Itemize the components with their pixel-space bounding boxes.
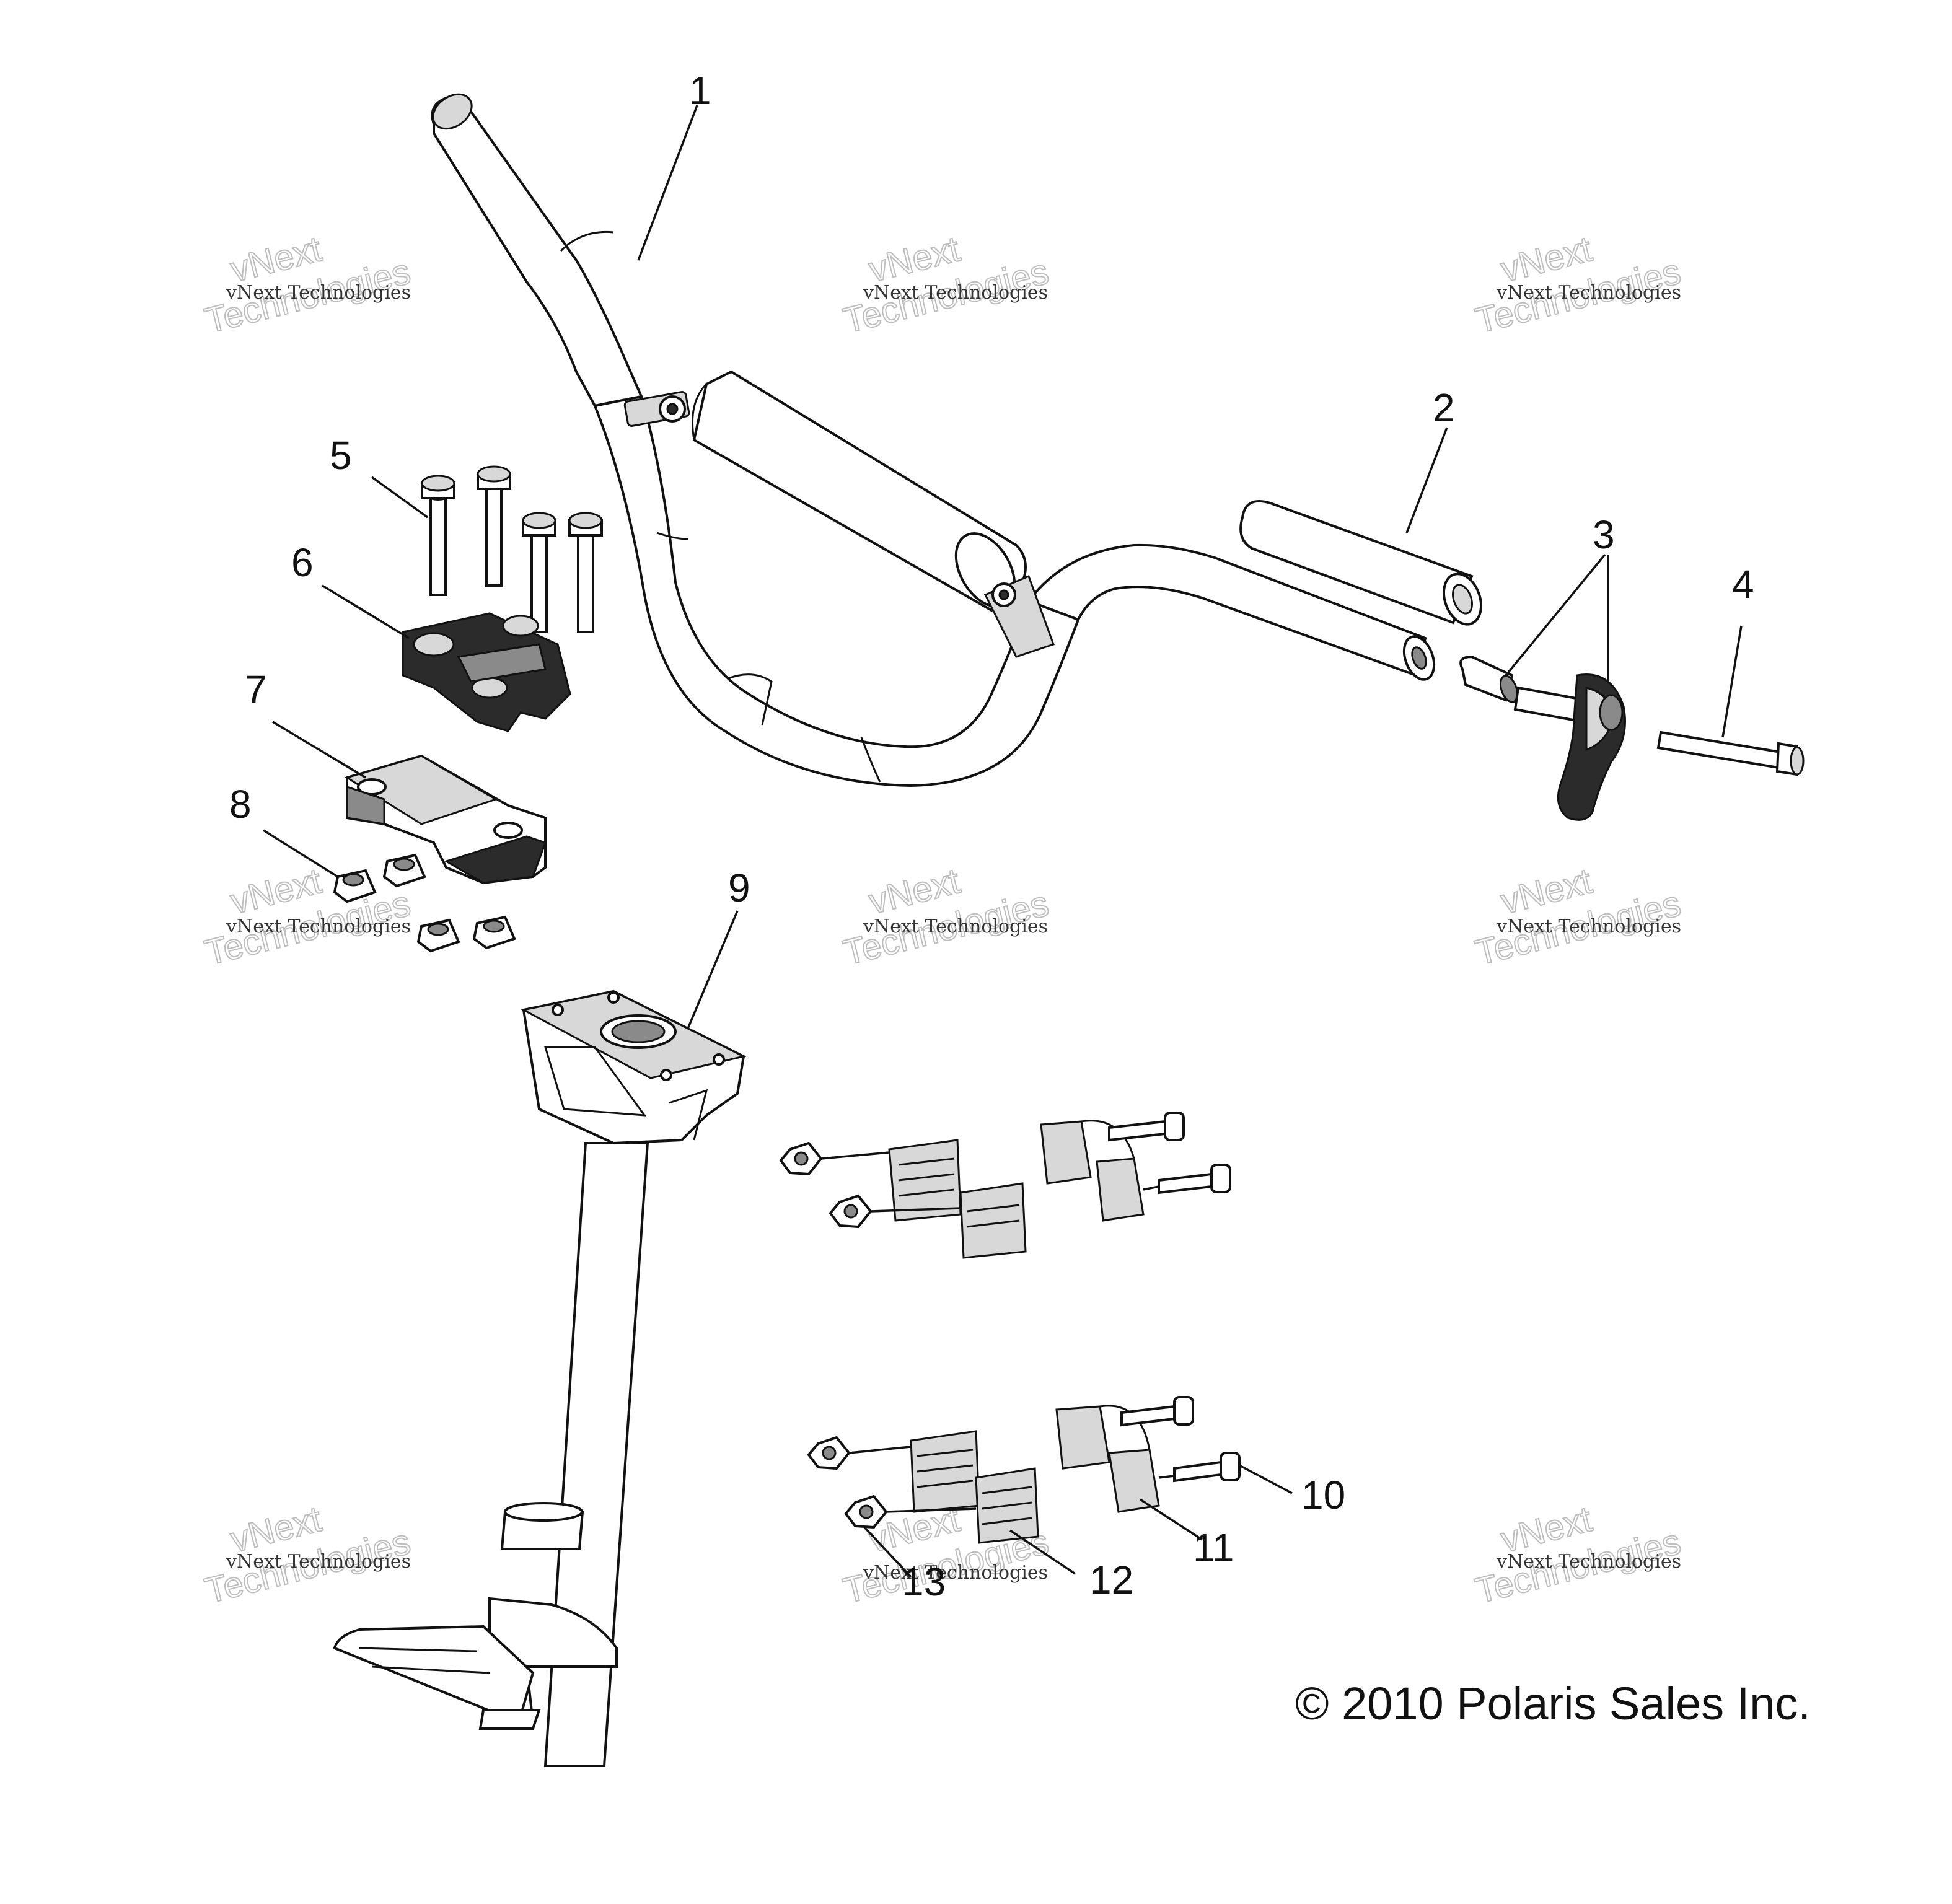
nut: [807, 1436, 851, 1470]
callout-1: 1: [689, 68, 711, 113]
watermark-text: vNext Technologies: [226, 1551, 411, 1573]
watermark: vNext Technologies: [838, 860, 1053, 973]
callout-13: 13: [902, 1560, 946, 1604]
callout-10: 10: [1301, 1473, 1345, 1517]
callout-5: 5: [330, 433, 352, 478]
watermark-text: vNext Technologies: [863, 916, 1048, 937]
part-5-bolts: [421, 465, 603, 633]
watermark: vNext Technologies: [200, 860, 415, 973]
callout-9: 9: [728, 866, 750, 910]
callouts: 1 2 3 4 5 6 7 8 9 10 11 12 13: [229, 68, 1754, 1604]
nut: [416, 918, 460, 953]
bolt: [477, 465, 511, 587]
leader-4: [1721, 625, 1743, 738]
leader-13: [863, 1526, 912, 1578]
crossbar-clamp-right: [983, 574, 1055, 658]
callout-2: 2: [1433, 385, 1455, 430]
copyright-text: © 2010 Polaris Sales Inc.: [1295, 1678, 1811, 1729]
nut: [333, 869, 377, 903]
part-2-grip: [1239, 499, 1482, 626]
clamp-set-lower: [807, 1396, 1241, 1544]
crossbar-clamp-left: [623, 391, 690, 427]
part-7-lower-clamp: [345, 754, 547, 885]
nut: [382, 853, 426, 888]
watermark-text: vNext Technologies: [863, 1562, 1048, 1584]
watermarks: vNext Technologies vNext Technologies vN…: [200, 228, 1685, 1612]
leader-lines: [263, 105, 1743, 1578]
part-6-upper-clamp: [402, 612, 571, 732]
bolt: [1120, 1396, 1194, 1427]
nut: [829, 1194, 873, 1229]
part-3-throttle: [1459, 655, 1626, 821]
watermark: vNext Technologies: [200, 1498, 415, 1612]
leader-8: [263, 829, 338, 878]
leader-5: [371, 476, 429, 519]
watermark-text: vNext Technologies: [1496, 1551, 1681, 1573]
callout-8: 8: [229, 782, 252, 827]
leader-1: [637, 105, 698, 261]
bolt: [1158, 1164, 1231, 1195]
bolt: [1108, 1112, 1185, 1142]
leader-12: [1009, 1529, 1076, 1575]
leader-11: [1140, 1498, 1203, 1541]
watermark-text: vNext Technologies: [1496, 916, 1681, 937]
leader-2: [1405, 427, 1448, 533]
watermark: vNext Technologies: [1471, 228, 1685, 341]
bolt: [568, 512, 603, 633]
callout-12: 12: [1089, 1558, 1133, 1602]
part-13-nut: [844, 1494, 888, 1529]
watermark-text: vNext Technologies: [863, 282, 1048, 304]
part-12-clamp-half: [975, 1467, 1039, 1544]
callout-6: 6: [291, 540, 314, 585]
watermark-text: vNext Technologies: [226, 282, 411, 304]
leader-10: [1239, 1464, 1293, 1494]
part-4-screw: [1656, 730, 1805, 776]
watermark: vNext Technologies: [838, 228, 1053, 341]
callout-11: 11: [1193, 1525, 1234, 1570]
bolt: [421, 475, 455, 596]
clamp-set-upper: [779, 1112, 1231, 1259]
leader-6: [322, 584, 410, 639]
watermark: vNext Technologies: [1471, 860, 1685, 973]
leader-9: [687, 910, 739, 1029]
watermark: vNext Technologies: [200, 228, 415, 341]
nut: [779, 1141, 823, 1176]
leader-3a: [1505, 553, 1606, 677]
part-1-handlebar: [431, 93, 1436, 787]
watermark: vNext Technologies: [1471, 1498, 1685, 1612]
part-8-nuts: [333, 853, 516, 953]
bolt: [522, 512, 556, 633]
callout-4: 4: [1732, 562, 1754, 607]
callout-3: 3: [1593, 512, 1615, 557]
callout-7: 7: [245, 667, 267, 712]
leader-7: [272, 721, 366, 779]
part-10-bolt: [1173, 1452, 1241, 1483]
part-9-steering-post: [333, 989, 747, 1767]
nut: [472, 915, 516, 950]
watermark-text: vNext Technologies: [1496, 282, 1681, 304]
watermark-text: vNext Technologies: [226, 916, 411, 937]
